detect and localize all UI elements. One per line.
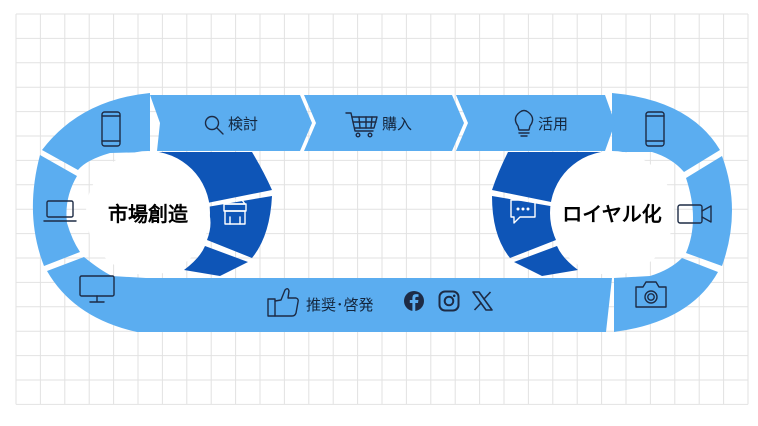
- shopping-cart-icon: [345, 112, 378, 138]
- stage-label-use: 活用: [538, 115, 568, 133]
- bottom-band: [146, 278, 612, 332]
- left-ring-segment-monitor: [47, 257, 146, 332]
- left-ring-segment-dark-bottom: [184, 246, 248, 276]
- right-ring-segment-dark-left: [492, 196, 556, 258]
- right-hub-circle: [550, 151, 674, 275]
- chat-bubble-icon: [510, 199, 536, 224]
- monitor-icon: [79, 275, 115, 303]
- store-icon: [223, 199, 247, 225]
- hub-label-market-creation: 市場創造: [108, 202, 189, 226]
- left-ring-segment-phone: [42, 93, 150, 170]
- laptop-icon: [43, 200, 77, 222]
- chevron-consider: [150, 95, 312, 151]
- top-band: [150, 95, 615, 151]
- left-ring: [32, 93, 272, 332]
- left-ring-segment-dark-right: [207, 196, 272, 258]
- thumbs-up-icon: [267, 288, 299, 317]
- x-icon: [472, 291, 493, 311]
- chevron-use: [456, 95, 615, 151]
- search-icon: [204, 115, 224, 135]
- stage-label-consider: 検討: [228, 115, 258, 133]
- left-ring-segment-laptop: [32, 155, 80, 266]
- phone-icon: [101, 111, 121, 147]
- stage-label-advocate: 推奨･啓発: [306, 296, 374, 314]
- stage-label-purchase: 購入: [382, 115, 412, 133]
- left-hub-circle: [86, 151, 210, 275]
- hub-label-loyalty: ロイヤル化: [562, 202, 661, 226]
- lightbulb-icon: [514, 109, 534, 137]
- right-ring-segment-phone: [612, 93, 720, 172]
- right-ring-segment-camcorder: [686, 156, 732, 266]
- chevron-purchase: [304, 95, 464, 151]
- video-camera-icon: [677, 204, 712, 224]
- instagram-icon: [438, 290, 460, 312]
- camera-icon: [635, 281, 667, 308]
- phone-icon: [645, 111, 665, 147]
- right-ring-segment-dark-bottom: [514, 246, 578, 276]
- facebook-icon: [404, 291, 424, 311]
